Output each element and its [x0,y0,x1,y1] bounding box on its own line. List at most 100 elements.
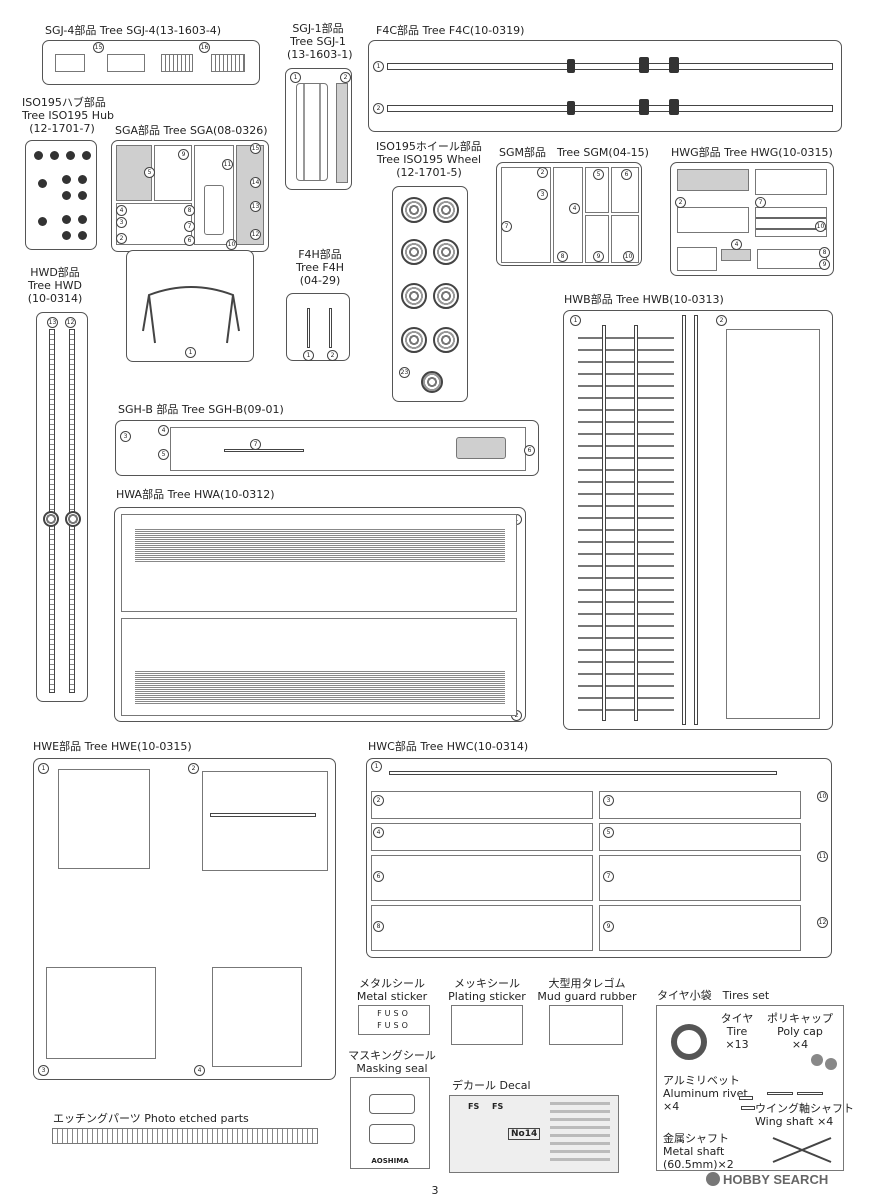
seal-piece [369,1124,415,1144]
watermark: HOBBY SEARCH [706,1172,828,1187]
part-number: 13 [250,201,261,212]
tree-hwc: 1 2 3 4 5 6 7 8 9 10 11 12 [366,758,832,958]
part-number: 8 [819,247,830,258]
tree-sgj1: 1 2 [285,68,352,190]
poly-cap-icon [825,1058,837,1070]
hub-part [38,179,47,188]
mud-guard-label: 大型用タレゴム Mud guard rubber [535,977,639,1003]
part-number: 4 [116,205,127,216]
label-line: F4H部品 [298,248,342,261]
plating-sticker [451,1005,523,1045]
bracket [567,59,575,73]
wing-shaft-label: ウイング軸シャフト Wing shaft ×4 [755,1102,854,1128]
wheel-part [401,197,427,223]
part-number: 1 [185,347,196,358]
part-number: 9 [178,149,189,160]
part [371,855,593,901]
hub-part [66,151,75,160]
rail-part [602,325,606,721]
part [204,185,224,235]
label-line: Masking seal [356,1062,428,1075]
tree-hwa: 1 2 [114,507,526,722]
brand-logo: AOSHIMA [371,1157,409,1165]
label-line: HWD部品 [30,266,80,279]
part [755,169,827,195]
part-number: 7 [755,197,766,208]
part-number: 6 [184,235,195,246]
tree-iso-hub-label: ISO195ハブ部品 Tree ISO195 Hub (12-1701-7) [22,96,114,135]
part [585,167,609,213]
hub-part [62,215,71,224]
louver [135,528,505,562]
tree-sga-cab: 1 [126,250,254,362]
label-line: (04-29) [299,274,341,287]
part-number: 12 [250,229,261,240]
tree-hwd-label: HWD部品 Tree HWD (10-0314) [20,266,90,305]
label-line: Tree F4H [295,261,344,274]
part-number: 4 [194,1065,205,1076]
hub-part [50,151,59,160]
part [161,54,193,72]
tree-hwe: 1 2 3 4 [33,758,336,1080]
part-number: 1 [38,763,49,774]
part-number: 8 [557,251,568,262]
hub-part [82,151,91,160]
tree-hwd: 13 12 [36,312,88,702]
part-number: 3 [38,1065,49,1076]
label-line: SGJ-1部品 [292,22,344,35]
label-line: (12-1701-7) [29,122,95,135]
part-number: 5 [144,167,155,178]
wheel-part [433,239,459,265]
decal-text: FS [468,1102,480,1111]
part-number: 8 [184,205,195,216]
part-number: 7 [501,221,512,232]
part-number: 2 [716,315,727,326]
tree-f4c: 1 2 [368,40,842,132]
part [599,791,801,819]
tree-sgj1-label: SGJ-1部品 Tree SGJ-1 (13-1603-1) [287,22,353,61]
part-grille [296,83,328,181]
panel-part [58,769,150,869]
hub-part [78,175,87,184]
ladder-part [578,327,674,721]
part [371,823,593,851]
tree-hwb: 1 2 [563,310,833,730]
rail-part [389,771,777,775]
hub-part [78,191,87,200]
hub-part [78,231,87,240]
decal-marks [550,1102,610,1164]
wheel-part [421,371,443,393]
hub-part [78,215,87,224]
page-number: 3 [431,1184,439,1197]
label-line: Tree SGJ-1 [290,35,346,48]
part [755,207,827,237]
label-line: Poly cap [777,1025,823,1038]
metal-shaft-label: 金属シャフト Metal shaft (60.5mm)×2 [663,1132,734,1171]
decal-sheet: FS FS No14 [449,1095,619,1173]
part [116,203,192,245]
part-number: 2 [373,103,384,114]
part [677,207,749,233]
part-number: 6 [373,871,384,882]
part-number: 4 [569,203,580,214]
decal-label: デカール Decal [452,1079,531,1092]
mud-guard-rubber [549,1005,623,1045]
part-number: 2 [340,72,351,83]
tree-sga-label: SGA部品 Tree SGA(08-0326) [115,124,268,137]
label-line: (60.5mm)×2 [663,1158,734,1171]
part-number: 10 [817,791,828,802]
label-line: Plating sticker [448,990,526,1003]
tree-hwb-label: HWB部品 Tree HWB(10-0313) [564,293,724,306]
part-number: 9 [819,259,830,270]
bracket [669,99,679,115]
part-number: 8 [373,921,384,932]
photo-etched-label: エッチングパーツ Photo etched parts [53,1112,249,1125]
rivet-label: アルミリベット Aluminum rivet ×4 [663,1074,748,1113]
tree-iso-wheel-label: ISO195ホイール部品 Tree ISO195 Wheel (12-1701-… [374,140,484,179]
wheel-part [401,239,427,265]
label-line: Tree ISO195 Wheel [376,153,482,166]
part [501,167,551,263]
tree-sghb: 3 4 5 7 6 [115,420,539,476]
part-number: 6 [524,445,535,456]
masking-seal: AOSHIMA [350,1077,430,1169]
